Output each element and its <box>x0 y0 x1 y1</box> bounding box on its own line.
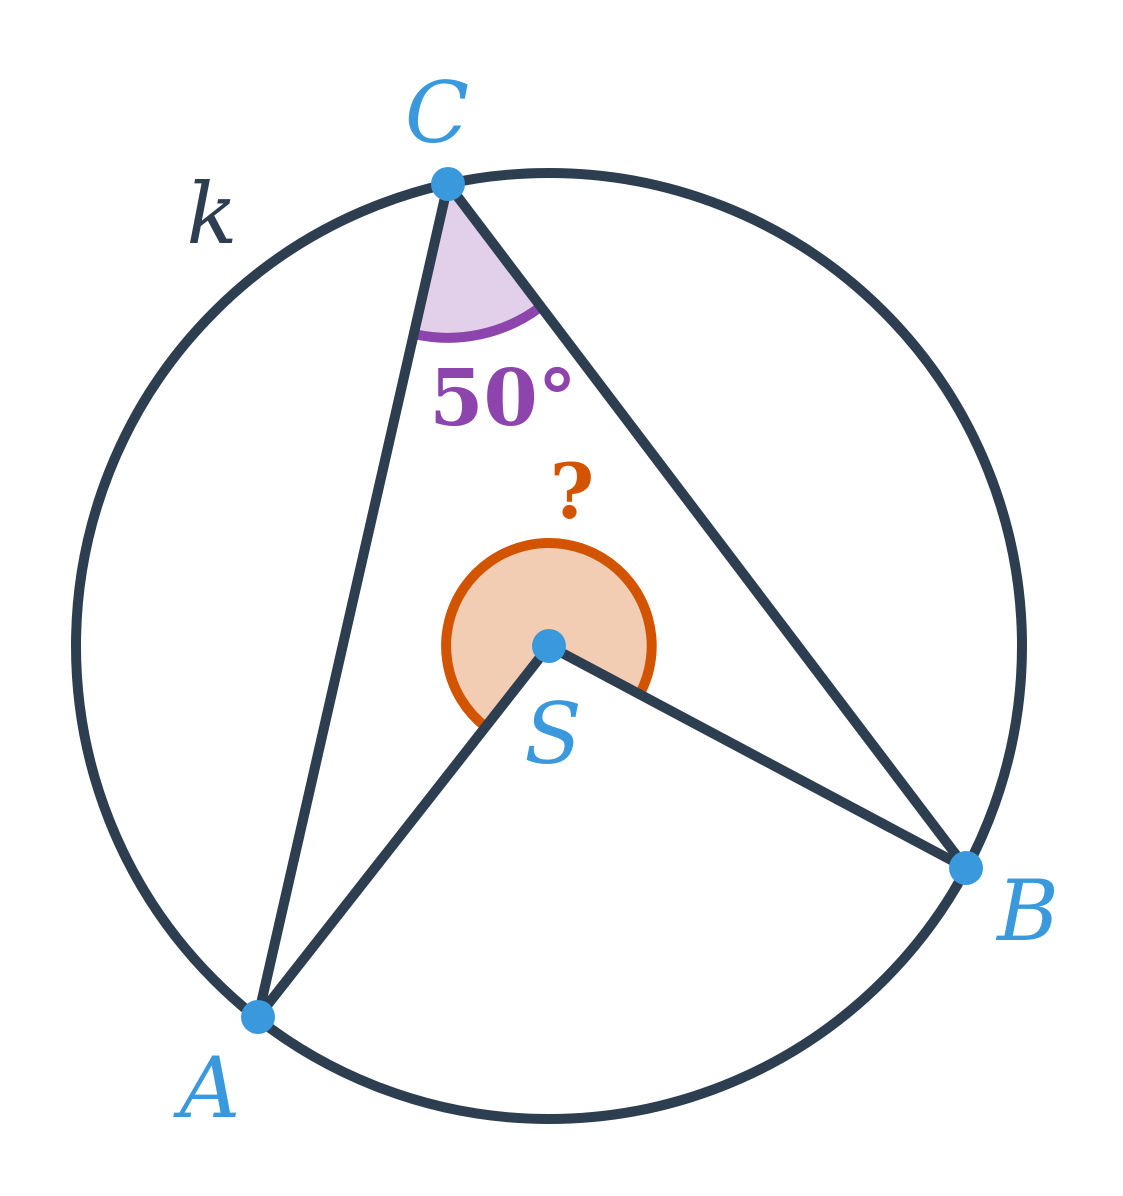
point-b <box>949 851 983 885</box>
segment-cb <box>443 179 971 873</box>
inscribed-angle-arc <box>414 303 543 343</box>
label-inscribed-angle: 50° <box>429 353 577 444</box>
central-angle-arc <box>441 538 657 732</box>
label-central-angle: ? <box>550 447 595 536</box>
label-circle-k: k <box>187 165 238 263</box>
point-s <box>532 629 566 663</box>
segment-sa <box>253 641 554 1022</box>
label-center-s: S <box>524 685 582 783</box>
label-point-a: A <box>173 1039 241 1137</box>
segment-sb <box>544 641 971 873</box>
inscribed-angle-sector <box>415 184 540 338</box>
segment-ca <box>253 179 453 1022</box>
point-a <box>241 1000 275 1034</box>
point-c <box>431 167 465 201</box>
circle-k <box>71 168 1027 1124</box>
label-point-b: B <box>995 862 1059 960</box>
label-point-c: C <box>405 64 469 162</box>
